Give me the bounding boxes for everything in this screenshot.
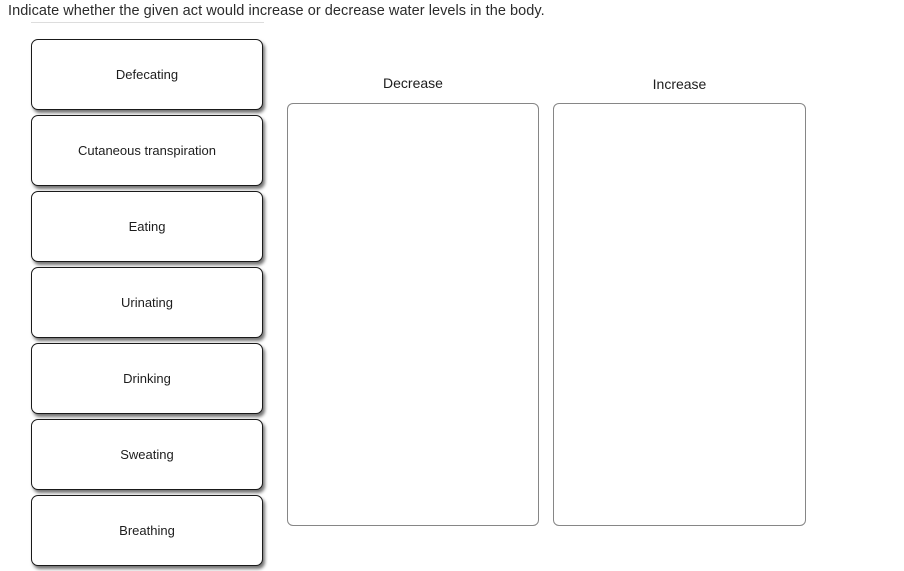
draggable-item-label: Cutaneous transpiration: [77, 142, 217, 158]
draggable-item-label: Breathing: [119, 522, 175, 538]
draggable-item-label: Drinking: [123, 370, 171, 386]
header-divider: [31, 22, 264, 23]
draggable-item-eating[interactable]: Eating: [31, 191, 263, 262]
drop-zone-increase[interactable]: [553, 103, 806, 526]
draggable-item-sweating[interactable]: Sweating: [31, 419, 263, 490]
draggable-item-label: Urinating: [120, 294, 174, 310]
draggable-item-cutaneous-transpiration[interactable]: Cutaneous transpiration: [31, 115, 263, 186]
question-prompt-text: Indicate whether the given act would inc…: [8, 3, 545, 19]
draggable-item-urinating[interactable]: Urinating: [31, 267, 263, 338]
drop-zone-title-decrease: Decrease: [383, 75, 443, 91]
draggable-item-breathing[interactable]: Breathing: [31, 495, 263, 566]
draggable-item-list: Defecating Cutaneous transpiration Eatin…: [31, 39, 265, 571]
question-header: Indicate whether the given act would inc…: [0, 0, 904, 23]
draggable-item-label: Sweating: [120, 446, 174, 462]
draggable-item-defecating[interactable]: Defecating: [31, 39, 263, 110]
draggable-item-label: Defecating: [115, 66, 179, 82]
drop-zone-title-increase: Increase: [652, 76, 707, 92]
draggable-item-drinking[interactable]: Drinking: [31, 343, 263, 414]
drop-zone-decrease[interactable]: [287, 103, 539, 526]
draggable-item-label: Eating: [128, 218, 166, 234]
